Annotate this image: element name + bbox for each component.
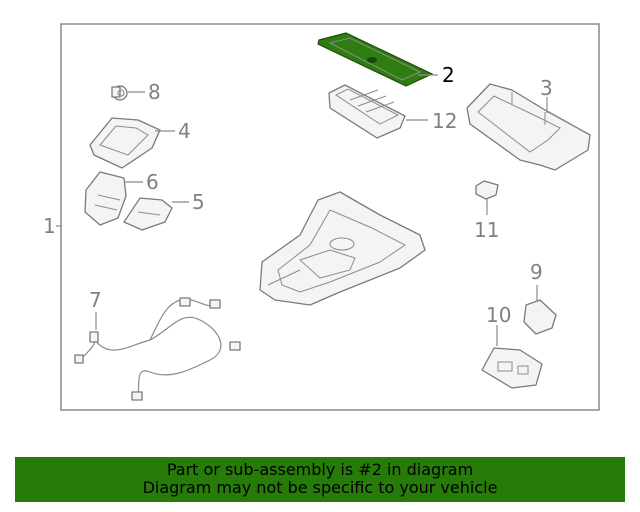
- part-11[interactable]: 11: [474, 180, 499, 242]
- callout-10: 10: [486, 303, 511, 327]
- part-2[interactable]: 2: [317, 32, 455, 87]
- callout-2: 2: [442, 63, 455, 87]
- callout-11: 11: [474, 218, 499, 242]
- banner-line-2: Diagram may not be specific to your vehi…: [142, 478, 498, 497]
- parts-diagram: 1 2 12 3 8 4: [43, 23, 600, 411]
- assembly-label: 1: [43, 214, 56, 238]
- part-8[interactable]: 8: [111, 80, 161, 104]
- part-3[interactable]: 3: [466, 76, 591, 171]
- part-12[interactable]: 12: [328, 84, 457, 139]
- part-7[interactable]: 7: [74, 288, 241, 401]
- callout-6: 6: [146, 170, 159, 194]
- callout-9: 9: [530, 260, 543, 284]
- callout-8: 8: [148, 80, 161, 104]
- callout-7: 7: [89, 288, 102, 312]
- part-5[interactable]: 5: [123, 190, 205, 231]
- banner-line-1: Part or sub-assembly is #2 in diagram: [166, 460, 474, 479]
- part-10[interactable]: 10: [481, 303, 543, 389]
- part-info-banner: Part or sub-assembly is #2 in diagram Di…: [15, 457, 625, 502]
- callout-4: 4: [178, 119, 191, 143]
- center-console: [259, 191, 426, 306]
- part-4[interactable]: 4: [89, 117, 191, 169]
- callout-3: 3: [540, 76, 553, 100]
- part-9[interactable]: 9: [523, 260, 557, 335]
- callout-12: 12: [432, 109, 457, 133]
- part-6[interactable]: 6: [84, 170, 159, 226]
- callout-5: 5: [192, 190, 205, 214]
